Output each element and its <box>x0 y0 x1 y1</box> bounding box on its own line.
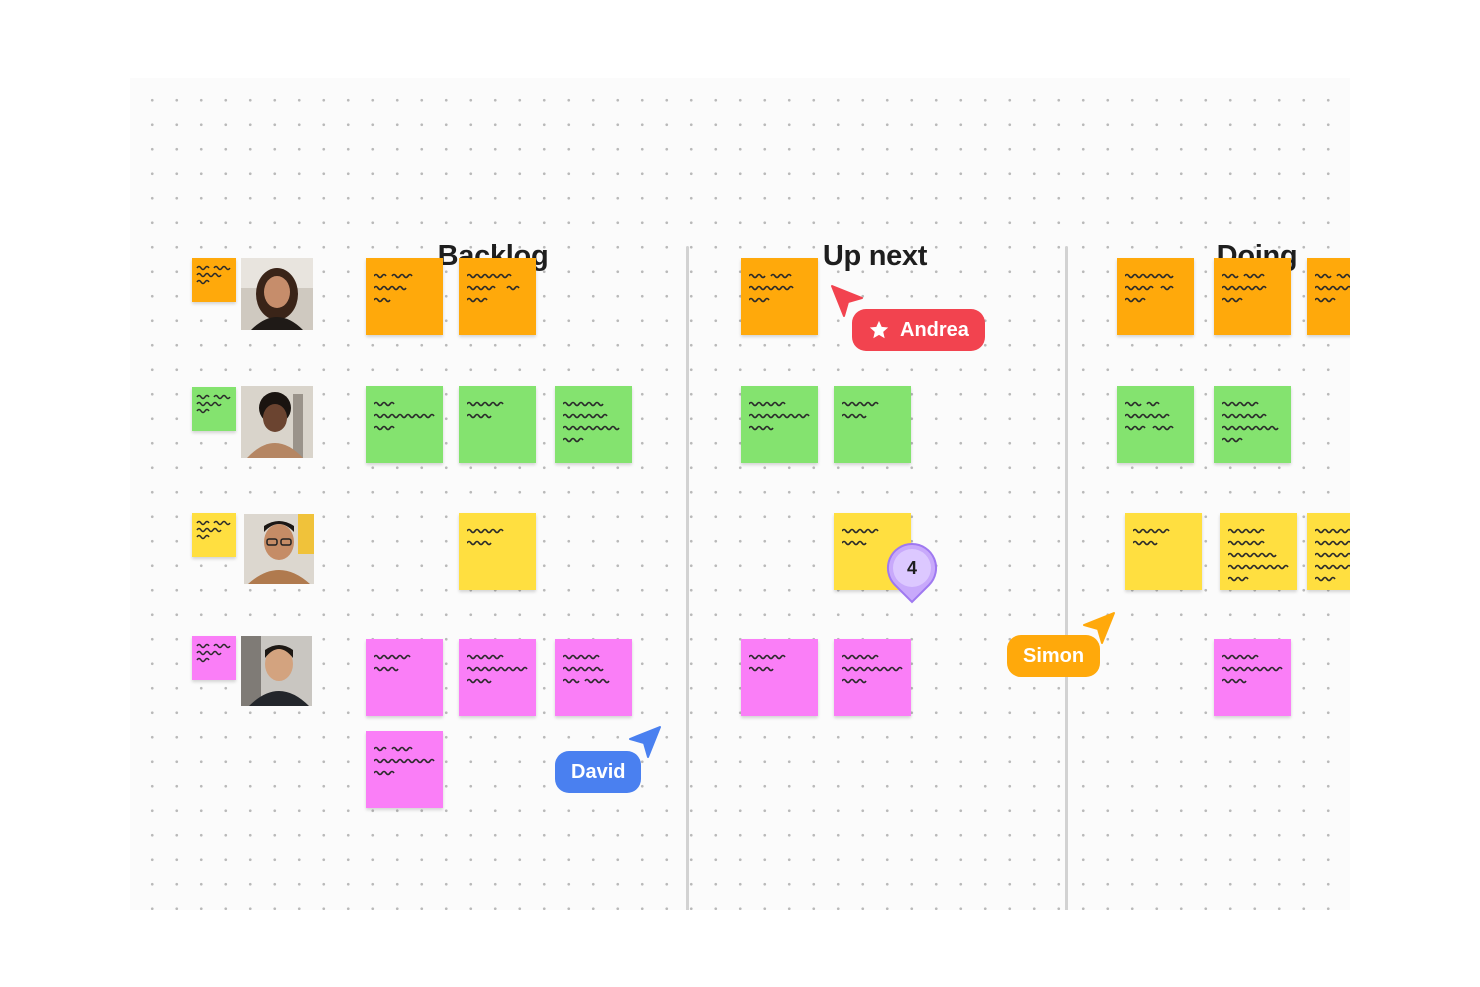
sticky-note[interactable] <box>459 386 536 463</box>
collaborator-name-andrea: Andrea <box>900 318 969 341</box>
sticky-note[interactable] <box>555 639 632 716</box>
sticky-note[interactable] <box>834 639 911 716</box>
sticky-note[interactable] <box>459 639 536 716</box>
sticky-note[interactable] <box>1307 258 1350 335</box>
comment-bubble-icon <box>886 542 938 604</box>
sticky-note[interactable] <box>1117 386 1194 463</box>
sticky-note[interactable] <box>366 639 443 716</box>
sticky-note[interactable] <box>366 258 443 335</box>
column-title-up-next: Up next <box>822 240 928 272</box>
collaborator-label-simon: Simon <box>1007 635 1101 677</box>
row-label-note[interactable] <box>192 387 236 431</box>
sticky-note[interactable] <box>741 258 818 335</box>
column-divider <box>686 246 689 910</box>
sticky-note[interactable] <box>1214 639 1291 716</box>
sticky-note[interactable] <box>1307 513 1350 590</box>
row-label-note[interactable] <box>192 258 236 302</box>
avatar-row-3 <box>244 514 314 584</box>
whiteboard-canvas[interactable]: Backlog Up next Doing <box>130 78 1350 910</box>
collaborator-name-david: David <box>571 760 626 783</box>
row-label-note[interactable] <box>192 513 236 557</box>
avatar-row-2 <box>241 386 313 458</box>
sticky-note[interactable] <box>1220 513 1297 590</box>
column-divider <box>1065 246 1068 910</box>
sticky-note[interactable] <box>1125 513 1202 590</box>
sticky-note[interactable] <box>741 386 818 463</box>
sticky-note[interactable] <box>1117 258 1194 335</box>
cursor-arrow-icon <box>1083 612 1115 644</box>
sticky-note[interactable] <box>1214 386 1291 463</box>
star-icon <box>869 320 889 339</box>
sticky-note[interactable] <box>459 513 536 590</box>
collaborator-label-andrea: Andrea <box>852 309 985 351</box>
comment-count: 4 <box>906 557 917 578</box>
sticky-note[interactable] <box>741 639 818 716</box>
sticky-note[interactable] <box>1214 258 1291 335</box>
row-label-note[interactable] <box>192 636 236 680</box>
collaborator-name-simon: Simon <box>1023 644 1085 667</box>
comment-pin[interactable]: 4 <box>886 542 938 606</box>
collaborator-label-david: David <box>555 751 642 793</box>
sticky-note[interactable] <box>834 386 911 463</box>
sticky-note[interactable] <box>366 731 443 808</box>
sticky-note[interactable] <box>366 386 443 463</box>
avatar-row-4 <box>241 636 312 706</box>
cursor-arrow-icon <box>629 726 661 758</box>
avatar-row-1 <box>241 258 313 330</box>
sticky-note[interactable] <box>459 258 536 335</box>
sticky-note[interactable] <box>555 386 632 463</box>
cursor-arrow-icon <box>831 285 863 317</box>
scribble-text <box>196 265 231 285</box>
